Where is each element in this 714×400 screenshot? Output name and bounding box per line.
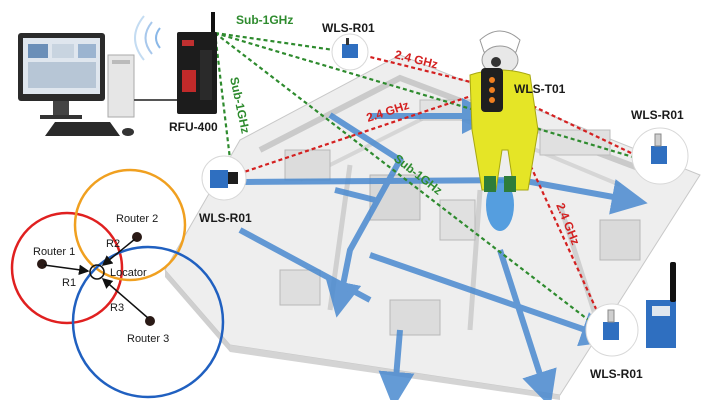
worker-icon <box>469 30 539 231</box>
computer-icon <box>18 33 200 136</box>
router3-range-circle <box>71 245 225 399</box>
r3-label: R3 <box>110 302 124 314</box>
wls-r01-top-icon <box>331 33 369 71</box>
router2-label: Router 2 <box>116 213 158 225</box>
router3-label: Router 3 <box>127 333 169 345</box>
rfu-400-label: RFU-400 <box>169 120 218 134</box>
wls-r01-bottom-label: WLS-R01 <box>590 367 643 381</box>
wls-r01-left-label: WLS-R01 <box>199 211 252 225</box>
wls-r01-right-label: WLS-R01 <box>631 108 684 122</box>
router1-dot <box>37 259 47 269</box>
r2-label: R2 <box>106 238 120 250</box>
wls-r01-left-icon <box>201 155 247 201</box>
wls-r01-right-icon <box>631 127 689 185</box>
factory-floor <box>164 54 701 400</box>
r1-label: R1 <box>62 277 76 289</box>
wls-r01-bottom-icon <box>585 262 676 357</box>
rfu-400-gateway-icon <box>134 12 217 114</box>
wls-r01-top-label: WLS-R01 <box>322 21 375 35</box>
locator-circle <box>89 264 105 280</box>
router1-label: Router 1 <box>33 246 75 258</box>
router2-range-circle <box>73 168 187 282</box>
sub-1ghz-label-top: Sub-1GHz <box>236 13 293 27</box>
sub-1ghz-label-vertical: Sub-1GHz <box>227 76 253 135</box>
locator-label: Locator <box>110 267 147 279</box>
sub-1ghz-links <box>213 31 651 336</box>
trilateration-inset <box>10 168 225 399</box>
wls-t01-label: WLS-T01 <box>514 82 566 96</box>
router1-range-circle <box>10 211 124 325</box>
